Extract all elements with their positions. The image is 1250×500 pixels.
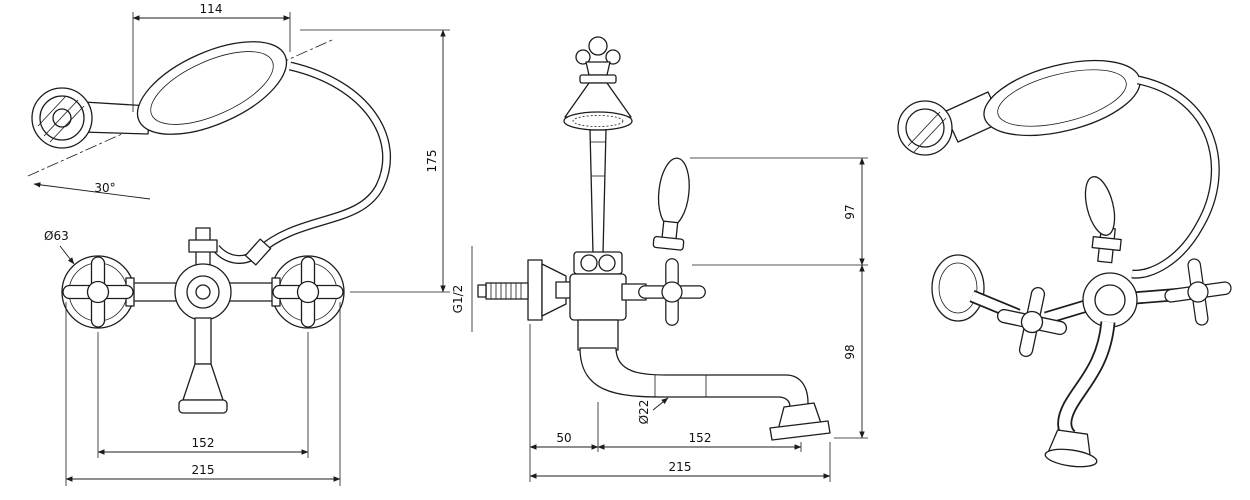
dim-215-front-group: 215	[65, 302, 341, 486]
dim-overall-depth: 215	[669, 460, 692, 474]
hose-connector-3d	[1091, 226, 1122, 264]
dim-inlet-thread: G1/2	[451, 285, 465, 314]
hand-shower-side	[563, 82, 633, 255]
mixer-body	[174, 263, 232, 321]
wall-flange-3d	[931, 254, 985, 322]
dim-wall-offset: 50	[556, 431, 571, 445]
dim-overall-height: 175	[425, 150, 439, 173]
dim-152-front-group: 152	[97, 332, 309, 458]
shower-head-outline	[31, 87, 93, 149]
shower-handle-detail	[150, 51, 274, 125]
valve-body-side	[569, 251, 647, 351]
spout-rim-side	[769, 420, 831, 441]
dim-175-group: 175	[300, 29, 450, 293]
hand-shower-3d	[897, 59, 1141, 156]
spout-side	[579, 347, 831, 441]
dim-hand-shower-angle: 30°	[94, 181, 115, 195]
wall-mount	[477, 259, 575, 321]
hand-shower-front	[31, 41, 288, 149]
front-view: 114 175 30° Ø63 152 215	[27, 2, 450, 486]
side-view: G1/2 Ø22 97 98 50 152	[451, 36, 868, 482]
dim-215-side-group: 215	[529, 442, 831, 482]
dim-overall-width: 215	[192, 463, 215, 477]
dim-152-side-group: 152	[597, 431, 802, 452]
mixer-body-3d	[1082, 176, 1138, 328]
dim-angle-group: 30°	[33, 181, 151, 200]
right-body-pipe	[227, 282, 277, 302]
shower-hose-front	[212, 61, 392, 266]
shower-hose-3d	[1131, 75, 1220, 279]
spout-3d	[1044, 321, 1116, 468]
dim-upper-height: 97	[843, 204, 857, 219]
shower-grip-side	[589, 129, 607, 255]
dim-d22-group: Ø22	[637, 397, 669, 425]
dim-valve-centers: 152	[192, 436, 215, 450]
dim-hand-shower-length: 114	[200, 2, 223, 16]
escutcheon-side	[541, 263, 567, 317]
dim-lower-height: 98	[843, 344, 857, 359]
dim-50-group: 50	[529, 324, 599, 482]
dim-spout-reach: 152	[689, 431, 712, 445]
shower-face	[563, 111, 633, 131]
left-body-pipe	[129, 282, 179, 302]
dim-escutcheon-diameter: Ø63	[44, 229, 69, 243]
dim-d63-group: Ø63	[44, 229, 75, 265]
hose-nut	[244, 238, 272, 266]
dim-spout-diameter: Ø22	[637, 400, 651, 425]
shower-cradle-finial	[575, 36, 621, 84]
diverter-lever-3d	[1084, 176, 1116, 236]
spout-tube-front	[194, 317, 212, 365]
diverter-lever	[652, 157, 690, 251]
perspective-view	[897, 59, 1237, 468]
connector-nut	[188, 239, 218, 253]
dim-g12-group: G1/2	[451, 246, 473, 332]
valve-body-front	[61, 227, 345, 414]
shower-handle-outline	[136, 41, 288, 135]
dim-114-group: 114	[132, 2, 291, 112]
dim-98-group: 98	[834, 264, 868, 439]
inlet-nipple	[485, 282, 529, 300]
dim-97-group: 97	[690, 157, 868, 266]
spout-rim-front	[178, 399, 228, 414]
wall-flange	[527, 259, 543, 321]
spout-rim-3d	[1044, 448, 1098, 468]
shower-head-side	[564, 82, 632, 118]
